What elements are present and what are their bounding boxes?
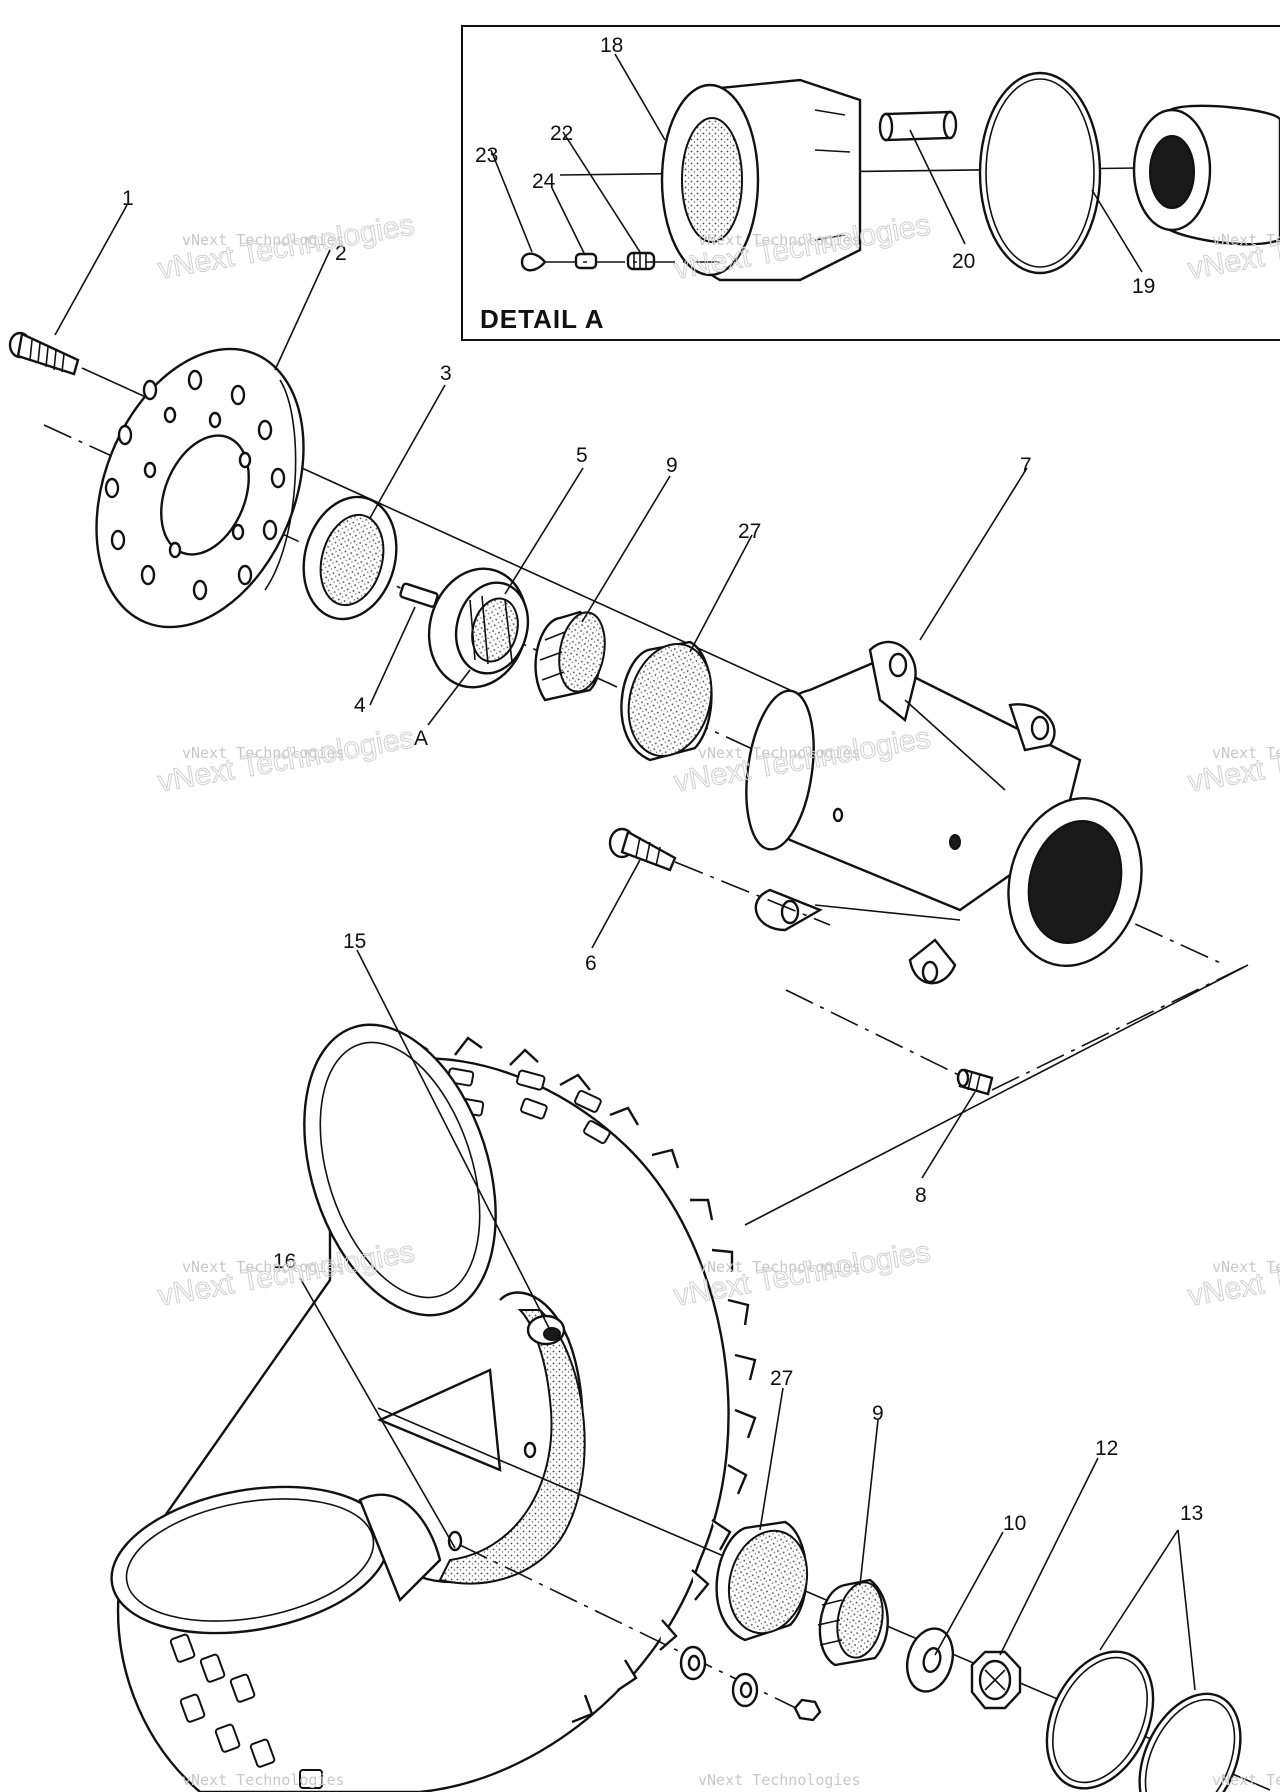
small-washers-lower [679, 1645, 822, 1722]
part-2-brake-disc [95, 347, 305, 629]
leader-lines [54, 204, 1196, 1691]
part-10-washer [905, 1627, 955, 1693]
label-5: 5 [576, 444, 588, 467]
label-22: 22 [550, 122, 573, 145]
label-12: 12 [1095, 1437, 1118, 1460]
watermark-line1: vNext Technologies [182, 231, 345, 249]
part-9-bearing-lower [817, 1578, 889, 1667]
watermark-line1: vNext Technologies [182, 1258, 345, 1276]
label-19: 19 [1132, 275, 1155, 298]
label-9-upper: 9 [666, 454, 678, 477]
watermark-line2: vNext Technologies [155, 721, 416, 799]
label-6: 6 [585, 952, 597, 975]
wheel-tire-assembly [110, 1023, 757, 1792]
part-9-bearing-upper [534, 610, 606, 702]
watermark-line2: vNext Technologies [1185, 1235, 1280, 1313]
label-3: 3 [440, 362, 452, 385]
part-20-pin [878, 110, 958, 142]
label-27-lower: 27 [770, 1367, 793, 1390]
watermark-line1: vNext Technologies [1212, 1771, 1280, 1789]
label-16: 16 [273, 1250, 296, 1273]
part-27-race-lower [715, 1520, 809, 1642]
part-number-labels: 1 2 3 5 9 27 7 4 A 6 15 8 16 27 9 12 10 … [122, 187, 1203, 1535]
watermark-line1: vNext Technologies [698, 744, 861, 762]
part-5-clutch-assembly [427, 567, 530, 689]
label-2: 2 [335, 242, 347, 265]
detail-a-title: DETAIL A [480, 304, 605, 334]
watermark-line1: vNext Technologies [698, 1771, 861, 1789]
label-4: 4 [354, 694, 366, 717]
part-4-key [399, 582, 439, 608]
label-27-upper: 27 [738, 520, 761, 543]
watermark-line2: vNext Technologies [671, 1235, 932, 1313]
part-1-bolt [8, 331, 80, 376]
part-13-orings [1045, 1650, 1242, 1792]
part-3-seal [302, 495, 398, 621]
label-24: 24 [532, 170, 556, 193]
label-23: 23 [475, 144, 498, 167]
label-9-lower: 9 [872, 1402, 884, 1425]
label-8: 8 [915, 1184, 927, 1207]
watermark-line1: vNext Technologies [182, 744, 345, 762]
label-10: 10 [1003, 1512, 1026, 1535]
label-20: 20 [952, 250, 975, 273]
watermark-line2: vNext Technologies [155, 208, 416, 286]
part-8-set-screw [956, 1068, 994, 1096]
watermark-line1: vNext Technologies [698, 1258, 861, 1276]
label-13: 13 [1180, 1502, 1203, 1525]
part-23-ball [520, 252, 547, 272]
watermark-line1: vNext Technologies [1212, 744, 1280, 762]
label-15: 15 [343, 930, 366, 953]
part-12-nut [970, 1650, 1022, 1710]
label-A: A [414, 727, 428, 750]
part-27-race-upper [620, 640, 713, 762]
part-18-collar [660, 78, 862, 282]
label-18: 18 [600, 34, 623, 57]
part-7-hub [745, 640, 1143, 985]
detail-a-panel: DETAIL A [461, 25, 1280, 341]
part-6-screw [608, 827, 677, 872]
watermark-line1: vNext Technologies [1212, 1258, 1280, 1276]
label-7: 7 [1020, 454, 1032, 477]
part-24-plunger [574, 252, 598, 270]
part-22-spring [626, 251, 656, 271]
watermark-line1: vNext Technologies [1212, 231, 1280, 249]
label-1: 1 [122, 187, 134, 210]
watermark-line1: vNext Technologies [182, 1771, 345, 1789]
part-hub-fragment [1132, 104, 1280, 246]
watermark-line1: vNext Technologies [698, 231, 861, 249]
part-19-ring [978, 71, 1102, 275]
watermark-line2: vNext Technologies [1185, 721, 1280, 799]
